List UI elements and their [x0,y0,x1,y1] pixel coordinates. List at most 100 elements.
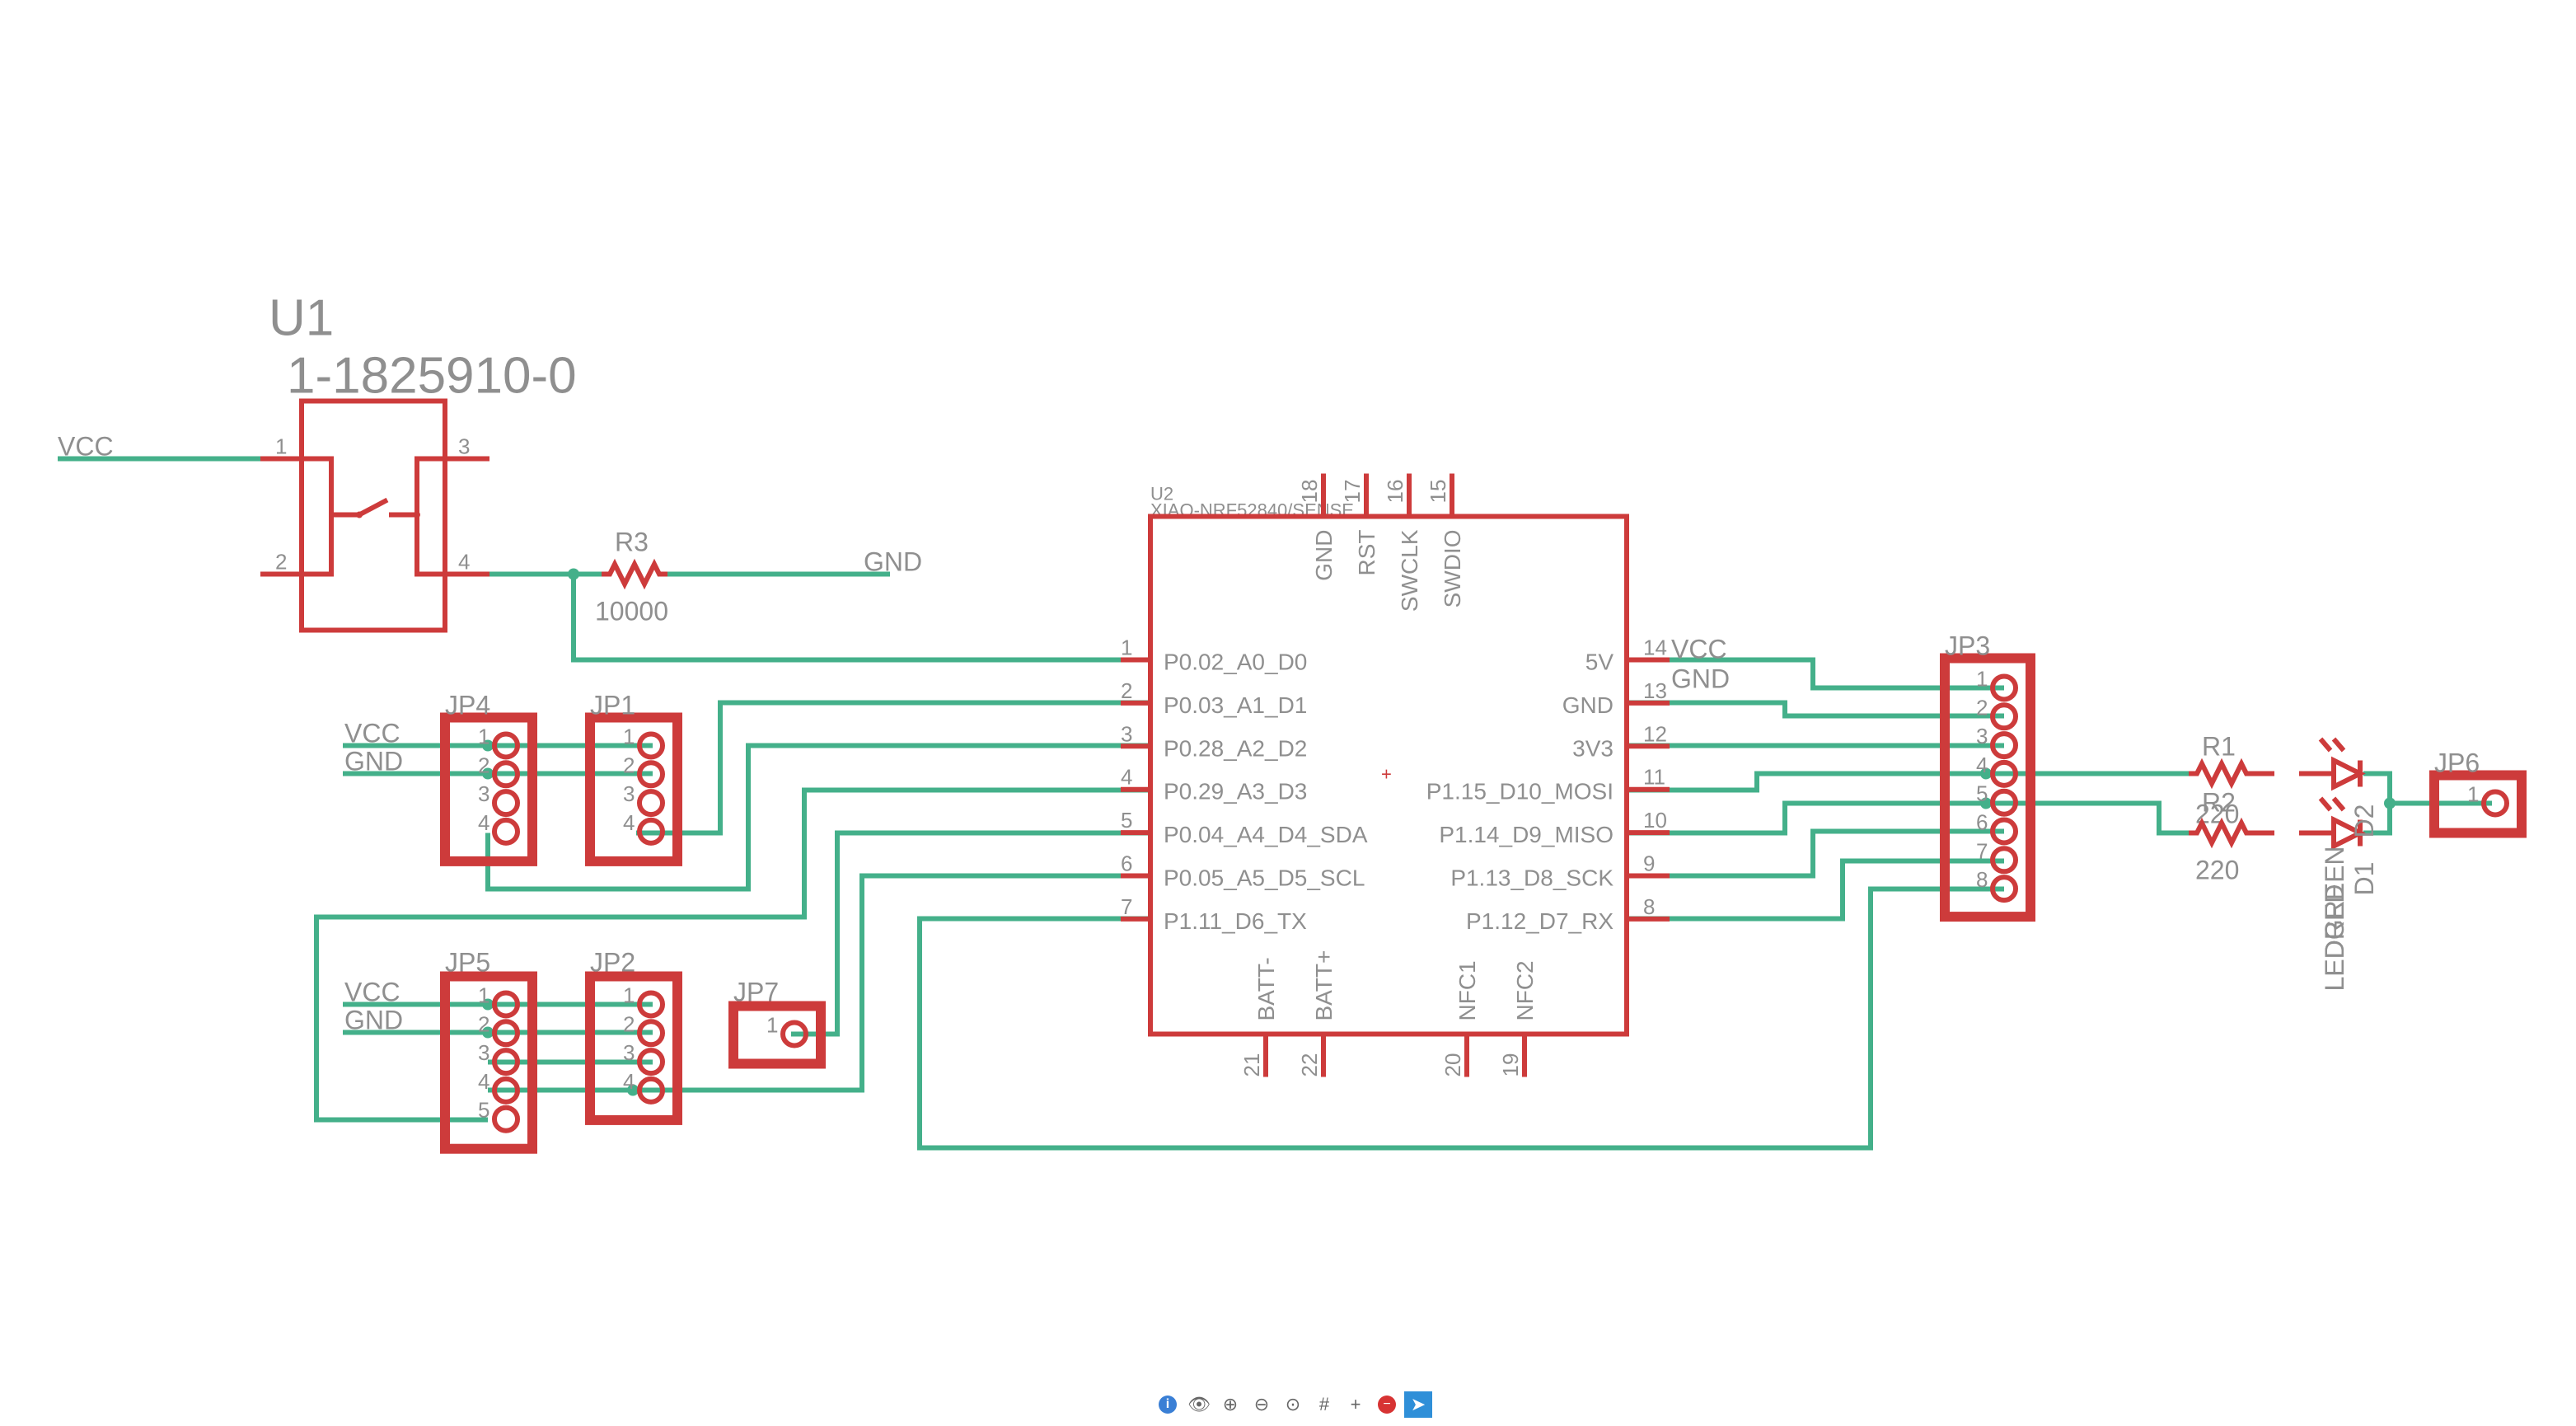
part-body [1148,514,1629,1037]
junction [482,998,494,1011]
connector-pin [637,760,665,789]
connector-pin [1990,817,2018,846]
net-labels: VCC GND VCC GND VCC GND VCC GND [58,432,1730,1035]
pin-number: 6 [1121,851,1132,876]
pin-name: P0.02_A0_D0 [1164,650,1307,675]
info-icon: i [1165,1397,1170,1411]
pin-number: 18 [1297,480,1322,504]
part-name: JP3 [1945,631,1990,661]
net-label: VCC [344,719,400,748]
pin-number: 1 [1121,636,1132,660]
pin-number: 8 [1976,867,1988,892]
junction [568,568,579,580]
pin-number: 11 [1643,765,1665,790]
wire [636,700,1150,836]
pin-name: P0.29_A3_D3 [1164,779,1307,804]
pin-name: P0.28_A2_D2 [1164,735,1307,761]
pin-name: SWDIO [1440,530,1465,608]
connector-pin [1990,788,2018,817]
zoom-in-button[interactable]: ⊕ [1216,1391,1244,1418]
part-r3-resistor[interactable]: R3 10000 [595,528,668,626]
connector-body [440,712,537,866]
wire [571,574,1150,663]
part-name: JP7 [733,978,779,1007]
pin-name: BATT+ [1311,950,1337,1021]
wire [1986,800,2189,836]
wires [58,456,2492,1151]
wire [1628,657,2004,691]
pin-number: 1 [1976,667,1988,692]
pin-number: 17 [1340,480,1365,504]
pin-number: 4 [623,810,635,835]
connector-pin [1990,846,2018,875]
connector-pin [492,1076,520,1105]
part-name: JP5 [445,948,490,978]
show-button[interactable]: 👁 [1185,1391,1213,1418]
plus-icon: + [1350,1394,1361,1414]
pin-number: 15 [1426,480,1450,504]
net-label: GND [864,547,922,577]
part-name: JP2 [590,948,635,978]
pin-number: 22 [1297,1053,1322,1077]
net-label: GND [344,747,403,776]
net-label: GND [1671,664,1730,694]
part-d2-led[interactable] [2299,737,2366,791]
wire [1628,700,2004,719]
pin-name: P0.03_A1_D1 [1164,692,1307,718]
part-d1-led[interactable] [2299,796,2366,851]
part-body [299,398,447,633]
pin-name: P1.12_D7_RX [1466,908,1614,934]
pin-number: 3 [1121,721,1132,746]
grid-button[interactable]: # [1310,1391,1338,1418]
pin-number: 3 [623,781,635,806]
wire [1628,800,2004,836]
pin-number: 2 [623,753,635,777]
pin-number: 6 [1976,810,1988,835]
part-name: R2 [2202,788,2236,818]
pin-number: 21 [1239,1053,1264,1077]
pin-number: 3 [623,1040,635,1065]
stop-button[interactable]: − [1378,1396,1396,1414]
info-button[interactable]: i [1159,1396,1177,1414]
zoom-in-icon: ⊕ [1222,1394,1239,1414]
part-r2-resistor[interactable]: R2 220 [2189,788,2274,885]
pin-number: 2 [1976,695,1988,720]
part-u2-xiao[interactable]: U2 XIAO-NRF52840/SENSE + 1P0.02_A0_D02P0… [1121,473,1670,1077]
zoom-out-button[interactable]: ⊖ [1248,1391,1276,1418]
zoom-fit-button[interactable]: ⊙ [1279,1391,1307,1418]
pin-name: P1.11_D6_TX [1164,908,1307,934]
pin-number: 13 [1643,678,1667,703]
connector-body [585,712,682,866]
pin-number: 1 [623,983,635,1008]
part-name: D2 [2349,804,2379,838]
pin-name: P1.13_D8_SCK [1450,865,1614,891]
part-u1-switch[interactable]: U1 1-1825910-0 1 2 3 4 [260,290,577,633]
connector-pin [1990,702,2018,731]
part-value: 10000 [595,597,668,626]
select-button[interactable]: ➤ [1404,1391,1432,1418]
connector-pin [1990,731,2018,760]
net-label: VCC [344,978,400,1007]
net-label: GND [344,1006,403,1035]
connector-body [2429,770,2527,838]
pin-number: 9 [1643,851,1655,876]
pin-number: 4 [1121,765,1132,790]
connector-pin [637,731,665,760]
add-button[interactable]: + [1342,1391,1370,1418]
pin-name: 5V [1585,650,1614,675]
wire [485,743,1150,892]
connector-body [728,1001,826,1069]
stop-icon: − [1383,1397,1391,1411]
u2-left-pins: 1P0.02_A0_D02P0.03_A1_D13P0.28_A2_D24P0.… [1121,636,1368,934]
connector-pin [1990,875,2018,903]
part-value: 1-1825910-0 [287,348,577,405]
